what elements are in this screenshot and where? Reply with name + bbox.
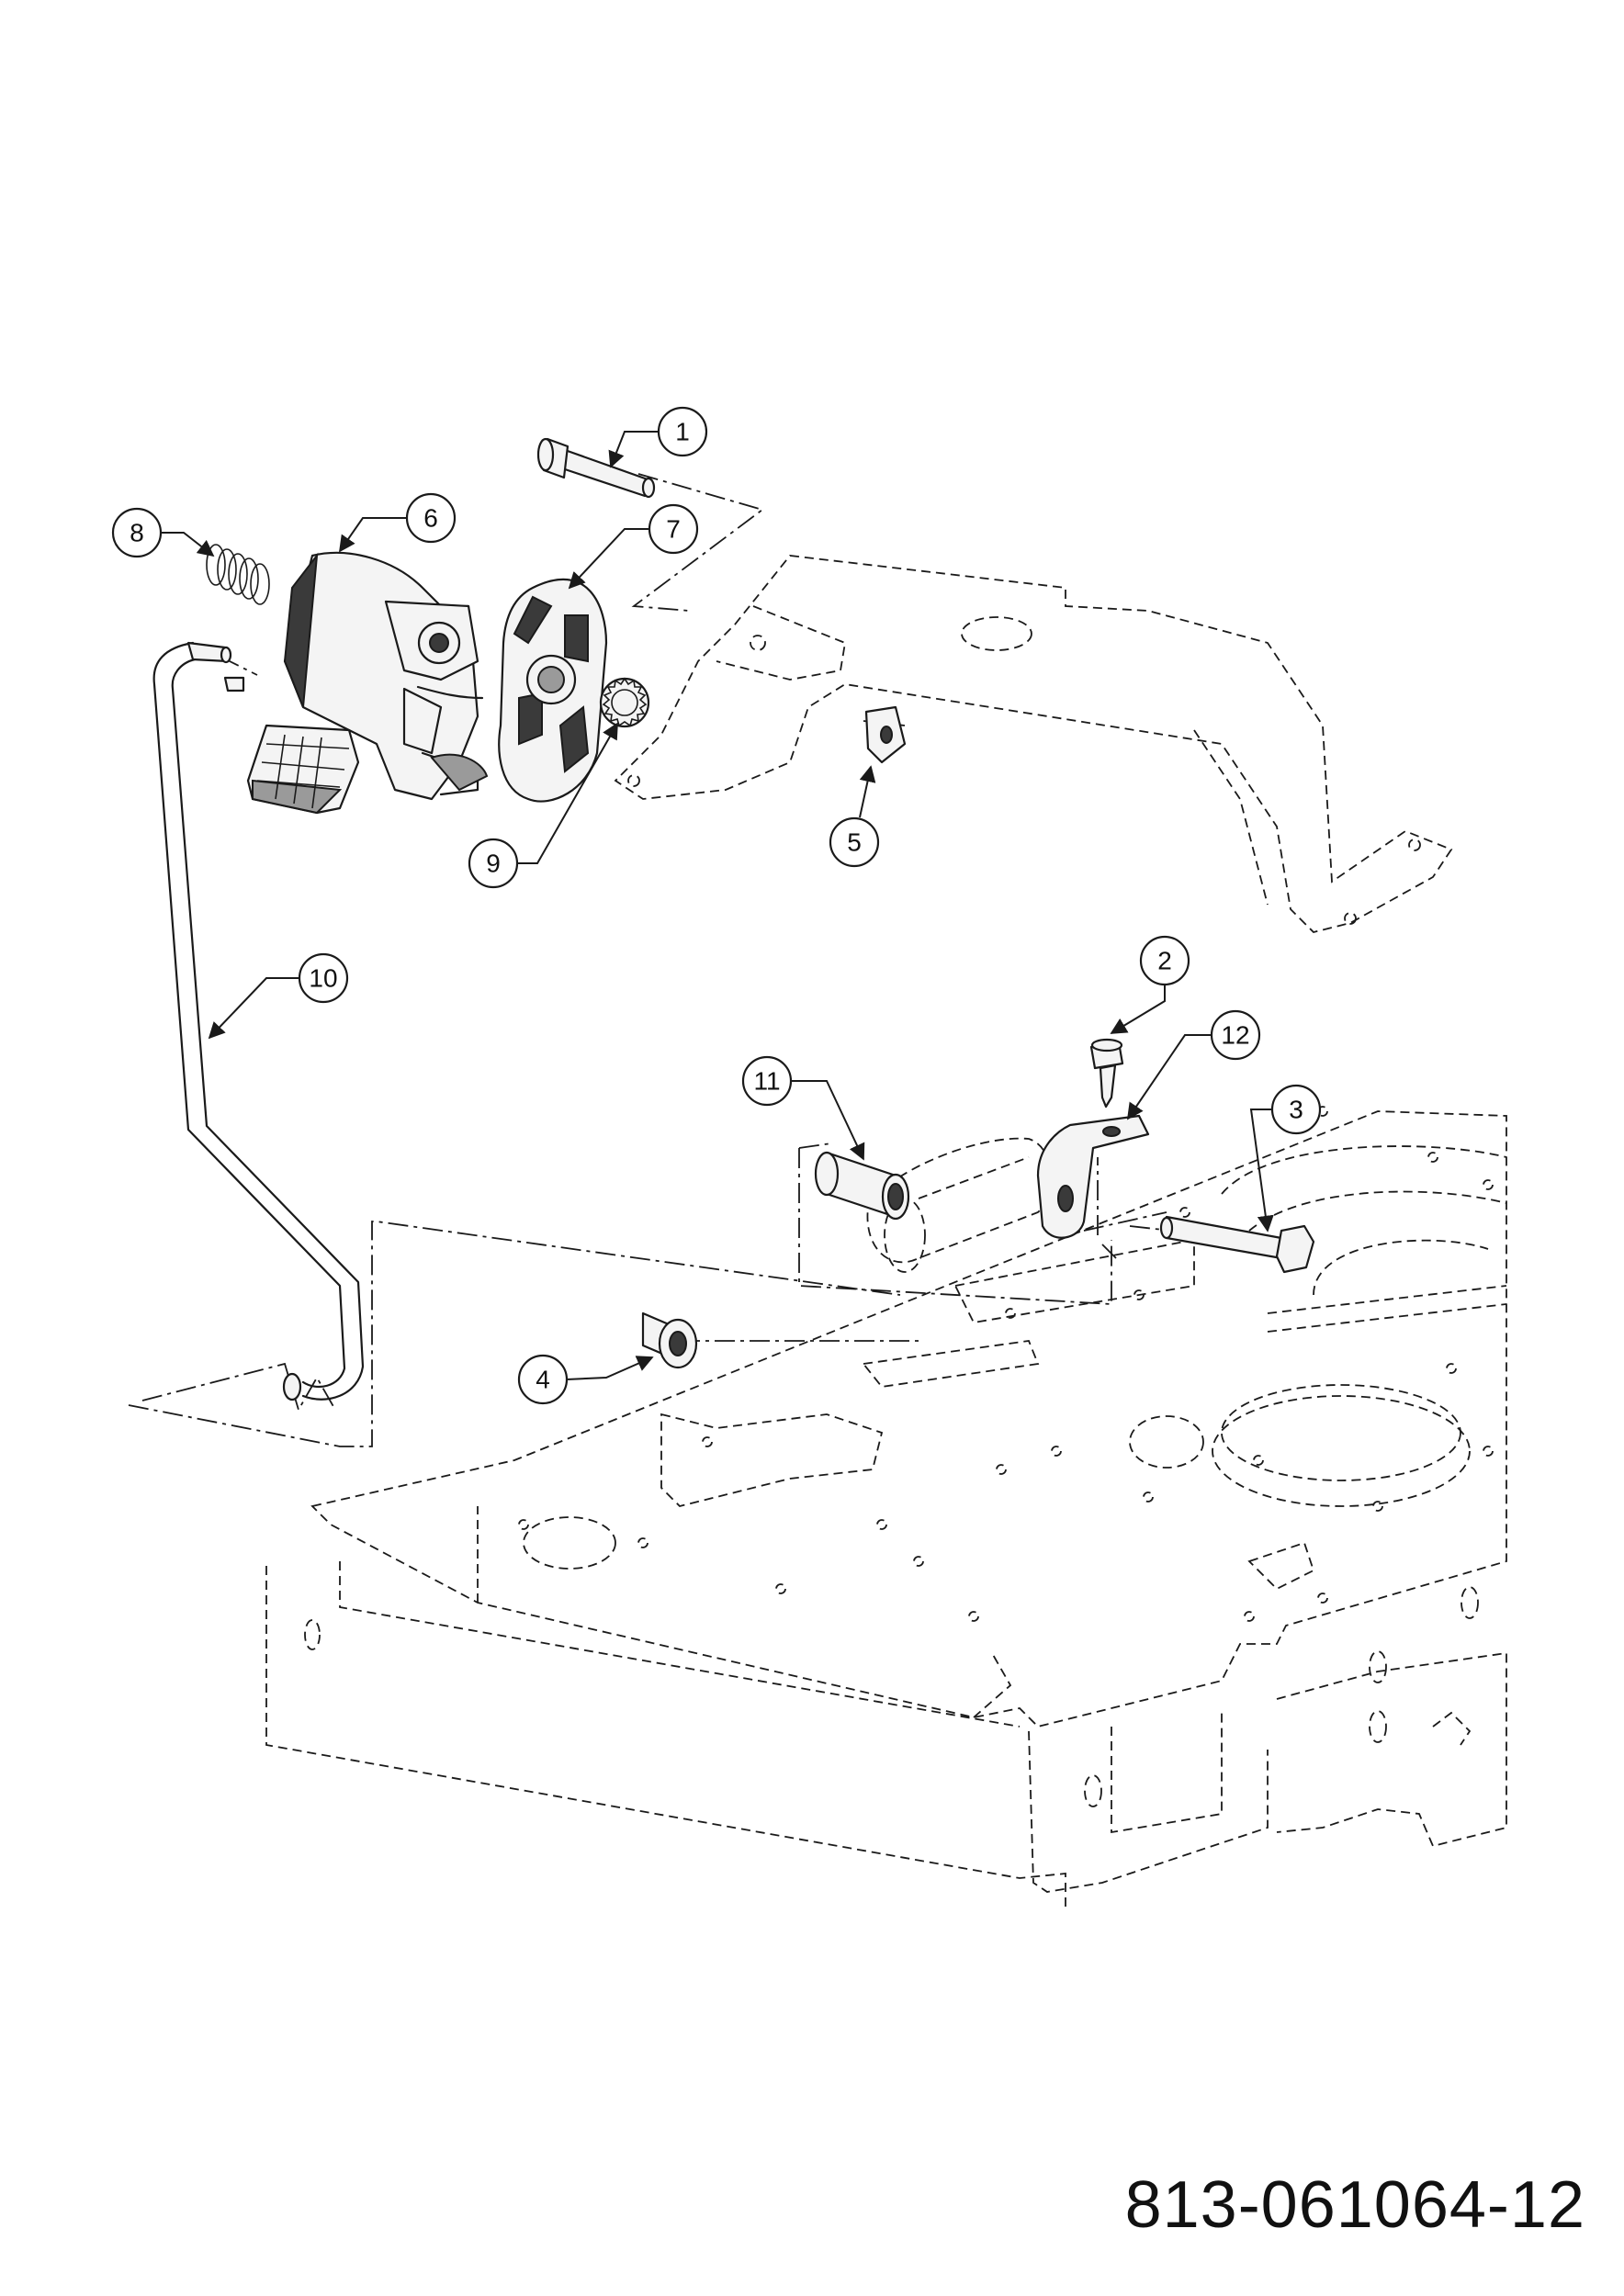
callout-1-label: 1 xyxy=(675,418,690,446)
callout-3-label: 3 xyxy=(1289,1096,1303,1124)
chassis-frame xyxy=(265,1106,1507,1910)
callout-8-label: 8 xyxy=(130,519,144,547)
part-10-linkage-rod xyxy=(152,641,365,1401)
callout-7 xyxy=(648,503,699,555)
part-12-bracket xyxy=(1036,1114,1150,1239)
callout-9 xyxy=(468,838,519,889)
part-8-spring xyxy=(206,544,270,605)
callout-12-label: 12 xyxy=(1221,1021,1249,1050)
callout-11 xyxy=(741,1055,793,1107)
callout-12 xyxy=(1210,1009,1261,1061)
callout-8 xyxy=(111,507,163,558)
callout-6-label: 6 xyxy=(423,504,438,533)
callout-2 xyxy=(1139,935,1190,986)
callout-2-label: 2 xyxy=(1157,947,1172,975)
callout-4-label: 4 xyxy=(536,1366,550,1394)
callout-4 xyxy=(517,1354,569,1405)
part-7-ratchet-plate xyxy=(498,578,608,803)
callout-11-label: 11 xyxy=(753,1067,780,1096)
callout-1 xyxy=(657,406,708,457)
callout-5-label: 5 xyxy=(847,828,862,857)
part-6-pedal-housing xyxy=(246,551,489,815)
part-9-star-washer xyxy=(599,677,650,728)
upper-pedal-bracket xyxy=(614,555,1453,933)
part-3-hex-bolt xyxy=(1159,1215,1315,1274)
callout-9-label: 9 xyxy=(486,850,501,878)
assembly-guide-lines xyxy=(128,473,1213,1447)
callout-10-label: 10 xyxy=(309,964,337,993)
callout-10 xyxy=(298,952,349,1004)
part-11-spacer-tube xyxy=(814,1151,910,1221)
callout-7-label: 7 xyxy=(666,515,681,544)
drawing-number: 813-061064-12 xyxy=(1124,2168,1585,2242)
callout-3 xyxy=(1270,1084,1322,1135)
callout-5 xyxy=(829,816,880,868)
part-2-screw xyxy=(1089,1038,1124,1109)
part-1-bolt xyxy=(536,437,656,499)
part-4-flange-bushing xyxy=(641,1311,698,1369)
callout-6 xyxy=(405,492,457,544)
callouts: 1 2 3 4 5 6 7 8 9 10 xyxy=(111,406,1322,1405)
part-5-nut xyxy=(864,705,907,764)
